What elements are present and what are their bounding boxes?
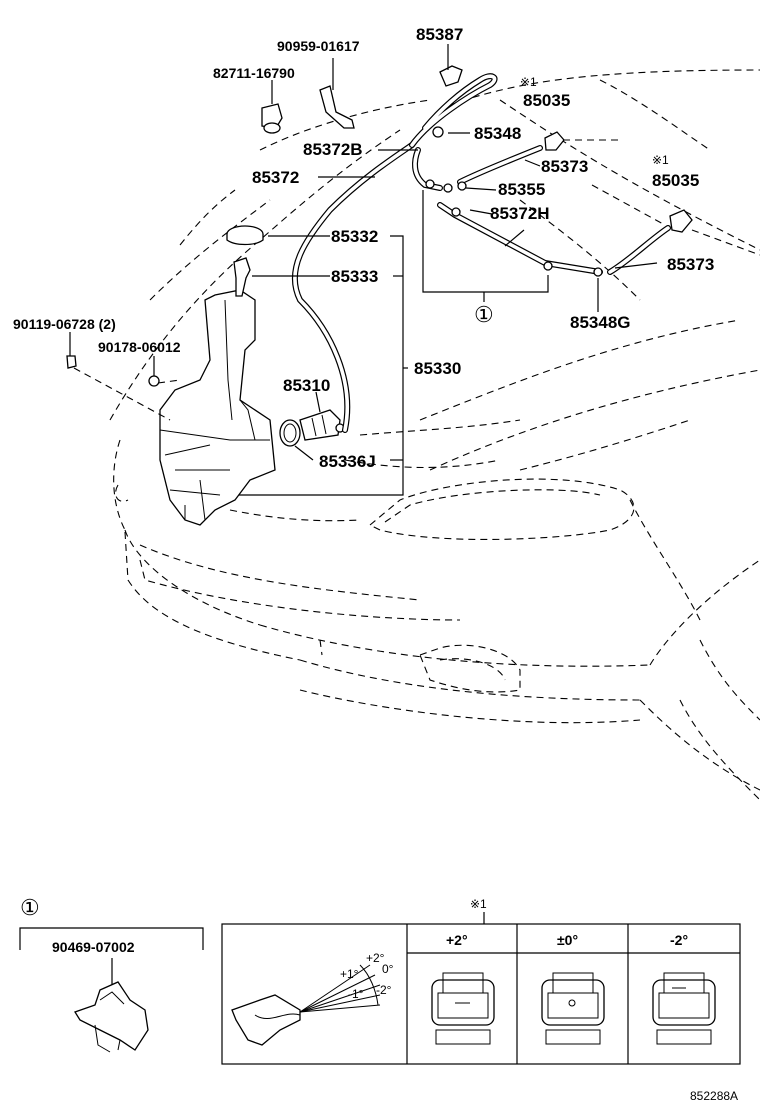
label-85373-upper: 85373	[541, 157, 588, 176]
label-90959-01617: 90959-01617	[277, 38, 360, 54]
tank-cap	[226, 225, 264, 246]
col-zero: ±0°	[557, 932, 578, 948]
nozzle-view-plus2	[431, 972, 495, 1045]
label-85332: 85332	[331, 227, 378, 246]
label-85372: 85372	[252, 168, 299, 187]
note-mark-a: ※1	[520, 75, 537, 89]
inset-note-mark: ※1	[470, 897, 487, 911]
nozzle-view-zero	[541, 972, 605, 1045]
note-mark-b: ※1	[652, 153, 669, 167]
nut-90178	[148, 375, 181, 387]
nozzle-view-minus2	[652, 972, 716, 1045]
clip-90469	[74, 981, 149, 1053]
label-85310: 85310	[283, 376, 330, 395]
washer-pump	[299, 409, 345, 441]
label-90178-06012: 90178-06012	[98, 339, 181, 355]
label-90119-06728: 90119-06728 (2)	[13, 316, 116, 332]
nozzle-85035-right	[669, 209, 693, 233]
label-85333: 85333	[331, 267, 378, 286]
label-85348G: 85348G	[570, 313, 631, 332]
part-labels: 90959-01617 82711-16790 85387 ※1 85035 8…	[13, 25, 714, 471]
label-85355: 85355	[498, 180, 545, 199]
tank-inlet	[233, 257, 251, 297]
washer-hoses	[291, 73, 671, 433]
label-85330: 85330	[414, 359, 461, 378]
washer-tank	[159, 289, 276, 526]
bracket-85330	[230, 235, 408, 496]
angle-minus1: -1°	[348, 987, 364, 1001]
nozzle-spray-figure: +2° +1° 0° -1° -2°	[231, 951, 394, 1046]
col-minus2: -2°	[670, 932, 688, 948]
label-85373-right: 85373	[667, 255, 714, 274]
label-85348: 85348	[474, 124, 521, 143]
label-82711-16790: 82711-16790	[213, 65, 295, 81]
label-85372H: 85372H	[490, 204, 550, 223]
bracket-group-1	[422, 190, 549, 302]
label-85372B: 85372B	[303, 140, 363, 159]
group-circle-1: ①	[474, 302, 494, 327]
clip-85387	[439, 65, 463, 87]
pump-grommet	[279, 419, 301, 447]
label-85336J: 85336J	[319, 452, 376, 471]
leader-lines	[69, 44, 760, 461]
label-85387: 85387	[416, 25, 463, 44]
hose-joints	[425, 126, 603, 277]
angle-minus2: -2°	[376, 983, 392, 997]
vehicle-body-outline	[109, 69, 760, 801]
clip-90959	[319, 85, 355, 129]
angle-plus2: +2°	[366, 951, 385, 965]
nozzle-85035-left	[544, 131, 565, 151]
col-plus2: +2°	[446, 932, 468, 948]
angle-plus1: +1°	[340, 967, 359, 981]
bolt-90119	[66, 355, 171, 421]
label-85035-left: 85035	[523, 91, 570, 110]
inset-circle-1: ①	[20, 895, 40, 920]
inset-label-90469-07002: 90469-07002	[52, 939, 135, 955]
inset-group-1: ① 90469-07002	[19, 895, 204, 1053]
angle-zero: 0°	[382, 962, 394, 976]
inset-nozzle-angle: ※1 +2° ±0° -2° +2° +1° 0° -1° -2°	[221, 897, 741, 1065]
clip-82711	[261, 103, 283, 134]
illustration-code: 852288A	[690, 1089, 738, 1103]
label-85035-right: 85035	[652, 171, 699, 190]
